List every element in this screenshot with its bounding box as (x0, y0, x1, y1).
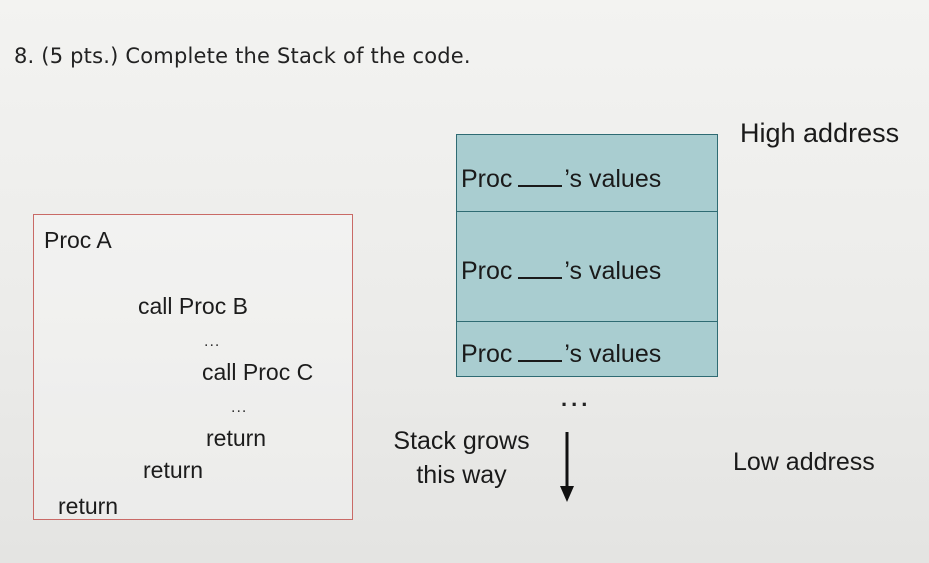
frame-1-suffix: ’s values (564, 165, 662, 193)
question-title: 8. (5 pts.) Complete the Stack of the co… (14, 44, 471, 68)
call-proc-b-line: call Proc B (138, 293, 248, 319)
stack-frame-3: Proc ’s values (461, 340, 661, 369)
frame-3-suffix: ’s values (564, 340, 662, 368)
high-address-label: High address (740, 118, 900, 148)
frame-divider-1 (457, 211, 717, 212)
code-ellipsis-1: ... (204, 333, 221, 350)
stack-frame-2: Proc ’s values (461, 257, 661, 286)
frame-3-prefix: Proc (461, 340, 513, 368)
frame-2-suffix: ’s values (564, 257, 662, 285)
stack-diagram: Proc ’s values Proc ’s values Proc ’s va… (456, 134, 718, 377)
stack-grows-label: Stack grows this way (374, 424, 549, 492)
frame-1-prefix: Proc (461, 165, 513, 193)
proc-a-header: Proc A (44, 227, 112, 253)
stack-grows-line-2: this way (416, 461, 507, 489)
frame-2-prefix: Proc (461, 257, 513, 285)
stack-frame-1: Proc ’s values (461, 165, 661, 194)
code-box: Proc A call Proc B ... call Proc C ... r… (33, 214, 353, 520)
frame-divider-2 (457, 321, 717, 322)
low-address-label: Low address (733, 448, 875, 476)
stack-ellipsis: ... (561, 386, 592, 411)
call-proc-c-line: call Proc C (202, 359, 314, 385)
code-ellipsis-2: ... (231, 399, 248, 416)
frame-3-blank[interactable] (518, 359, 563, 362)
frame-2-blank[interactable] (518, 276, 563, 279)
return-inner-line: return (206, 425, 267, 451)
return-outer-line: return (58, 493, 119, 519)
return-middle-line: return (143, 457, 204, 483)
frame-1-blank[interactable] (518, 184, 563, 187)
down-arrow-icon (560, 432, 574, 502)
stack-grows-line-1: Stack grows (393, 427, 530, 455)
